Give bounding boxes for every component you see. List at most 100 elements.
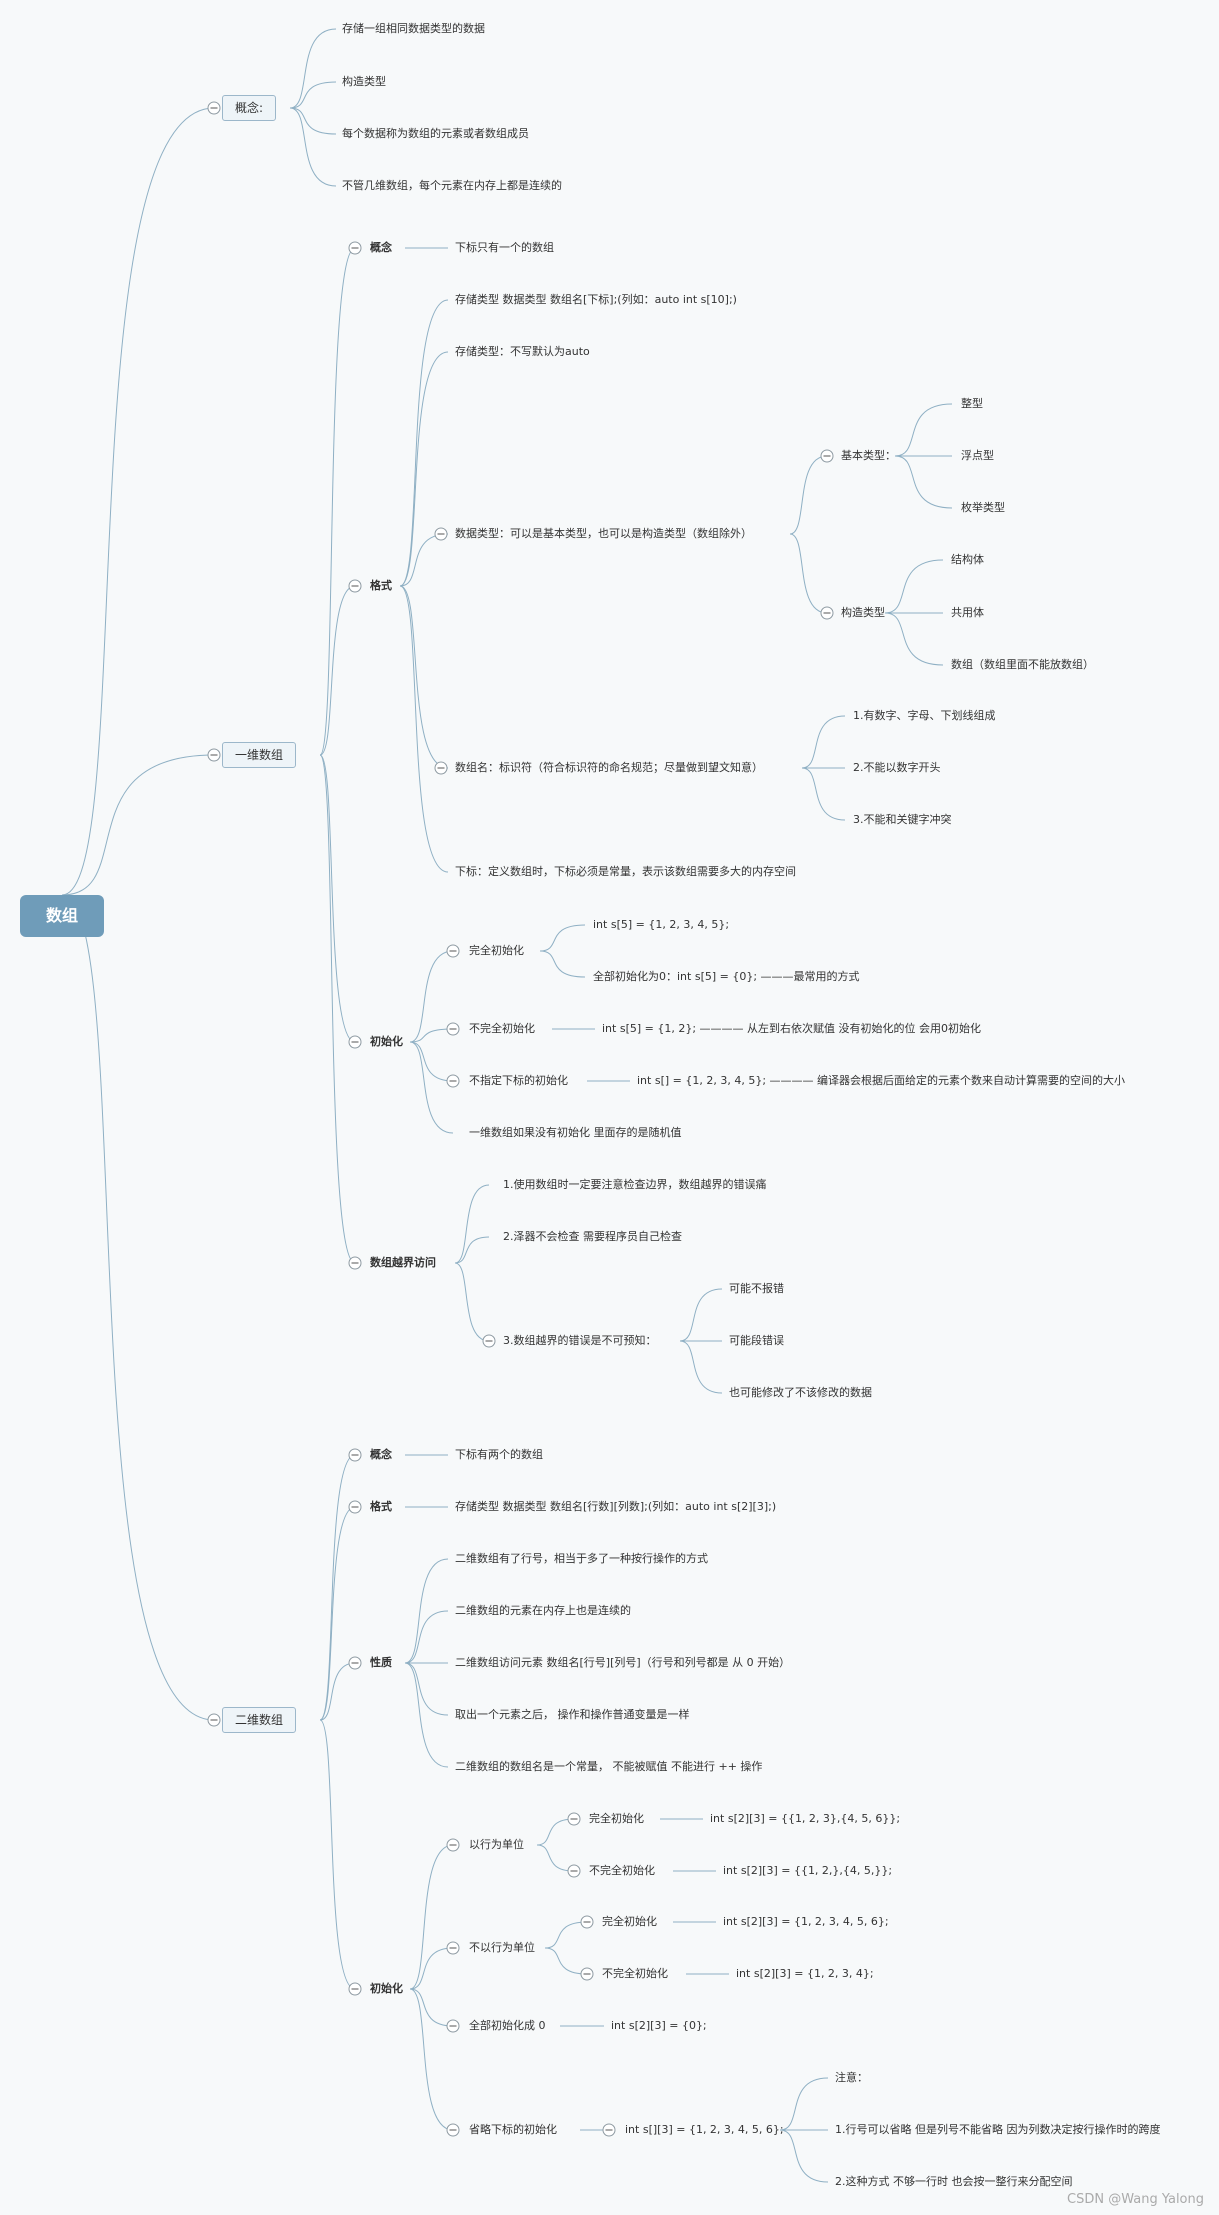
connector-line — [884, 559, 944, 614]
not-by-row-complete-node[interactable]: 完全初始化 — [602, 1915, 657, 1928]
connector-line — [779, 2129, 829, 2183]
one-d-format-node[interactable]: 格式 — [370, 579, 392, 592]
not-by-row-node[interactable]: 不以行为单位 — [469, 1941, 535, 1954]
connector-line — [679, 1340, 723, 1394]
collapse-toggle-icon[interactable] — [446, 944, 460, 958]
one-d-array-node[interactable]: 一维数组 — [222, 742, 297, 768]
prop-item: 取出一个元素之后， 操作和操作普通变量是一样 — [455, 1708, 690, 1721]
incomplete-init-node[interactable]: 不完全初始化 — [469, 1022, 535, 1035]
collapse-toggle-icon[interactable] — [348, 1035, 362, 1049]
collapse-toggle-icon[interactable] — [580, 1915, 594, 1929]
concept-item: 存储一组相同数据类型的数据 — [342, 22, 485, 35]
connector-line — [894, 403, 953, 457]
oob-item: 1.使用数组时一定要注意检查边界，数组越界的错误痛 — [503, 1178, 767, 1191]
format-storage: 存储类型：不写默认为auto — [455, 345, 590, 358]
connector-line — [454, 1262, 490, 1342]
collapse-toggle-icon[interactable] — [820, 449, 834, 463]
connector-line — [679, 1288, 723, 1342]
omit-init-node[interactable]: 省略下标的初始化 — [469, 2123, 557, 2136]
collapse-toggle-icon[interactable] — [348, 241, 362, 255]
connector-line — [409, 1988, 454, 2027]
collapse-toggle-icon[interactable] — [348, 1448, 362, 1462]
oob-unpredictable-node[interactable]: 3.数组越界的错误是不可预知： — [503, 1334, 657, 1347]
format-syntax: 存储类型 数据类型 数组名[下标];(列如：auto int s[10];) — [455, 293, 737, 306]
no-init-note: 一维数组如果没有初始化 里面存的是随机值 — [469, 1126, 682, 1139]
collapse-toggle-icon[interactable] — [567, 1812, 581, 1826]
collapse-toggle-icon[interactable] — [348, 579, 362, 593]
oob-item: 2.泽器不会检查 需要程序员自己检查 — [503, 1230, 682, 1243]
connector-line — [404, 1610, 449, 1664]
complete-init-example: int s[5] = {1, 2, 3, 4, 5}; — [593, 918, 730, 931]
connector-line — [409, 1028, 454, 1043]
format-name-node[interactable]: 数组名：标识符（符合标识符的命名规范；尽量做到望文知意） — [455, 761, 763, 774]
connector-line — [409, 1988, 454, 2131]
collapse-toggle-icon[interactable] — [434, 761, 448, 775]
collapse-toggle-icon[interactable] — [580, 1967, 594, 1981]
by-row-complete-node[interactable]: 完全初始化 — [589, 1812, 644, 1825]
omit-init-example-node[interactable]: int s[][3] = {1, 2, 3, 4, 5, 6}; — [625, 2123, 784, 2136]
collapse-toggle-icon[interactable] — [348, 1256, 362, 1270]
one-d-oob-node[interactable]: 数组越界访问 — [370, 1256, 436, 1269]
one-d-concept-node[interactable]: 概念 — [370, 241, 392, 254]
concept-item: 不管几维数组，每个元素在内存上都是连续的 — [342, 179, 562, 192]
collapse-toggle-icon[interactable] — [446, 1022, 460, 1036]
basic-type-item: 整型 — [961, 397, 983, 410]
collapse-toggle-icon[interactable] — [446, 1941, 460, 1955]
by-row-node[interactable]: 以行为单位 — [469, 1838, 524, 1851]
no-size-init-node[interactable]: 不指定下标的初始化 — [469, 1074, 568, 1087]
collapse-toggle-icon[interactable] — [567, 1864, 581, 1878]
two-d-concept-node[interactable]: 概念 — [370, 1448, 392, 1461]
root-node[interactable]: 数组 — [20, 895, 104, 937]
connector-line — [399, 585, 449, 873]
zero-init-node[interactable]: 全部初始化成 0 — [469, 2019, 546, 2032]
prop-item: 二维数组的元素在内存上也是连续的 — [455, 1604, 631, 1617]
collapse-toggle-icon[interactable] — [482, 1334, 496, 1348]
basic-type-item: 浮点型 — [961, 449, 994, 462]
two-d-format-node[interactable]: 格式 — [370, 1500, 392, 1513]
note-title: 注意： — [835, 2071, 868, 2084]
connector-line — [536, 1818, 575, 1846]
two-d-init-node[interactable]: 初始化 — [370, 1982, 403, 1995]
basic-type-node[interactable]: 基本类型： — [841, 449, 896, 462]
connector-line — [409, 1041, 454, 1082]
collapse-toggle-icon[interactable] — [348, 1656, 362, 1670]
by-row-incomplete-node[interactable]: 不完全初始化 — [589, 1864, 655, 1877]
collapse-toggle-icon[interactable] — [207, 1713, 221, 1727]
not-by-row-incomplete-node[interactable]: 不完全初始化 — [602, 1967, 668, 1980]
format-datatype-node[interactable]: 数据类型：可以是基本类型，也可以是构造类型（数组除外） — [455, 527, 752, 540]
connector-line — [289, 107, 337, 135]
collapse-toggle-icon[interactable] — [207, 748, 221, 762]
connector-line — [319, 754, 356, 1264]
constructed-type-item: 共用体 — [951, 606, 984, 619]
prop-item: 二维数组访问元素 数组名[行号][列号]（行号和列号都是 从 0 开始） — [455, 1656, 791, 1669]
constructed-type-node[interactable]: 构造类型 — [841, 606, 885, 619]
one-d-init-node[interactable]: 初始化 — [370, 1035, 403, 1048]
incomplete-init-text: int s[5] = {1, 2}; ———— 从左到右依次赋值 没有初始化的位… — [602, 1022, 982, 1035]
collapse-toggle-icon[interactable] — [348, 1500, 362, 1514]
collapse-toggle-icon[interactable] — [820, 606, 834, 620]
collapse-toggle-icon[interactable] — [446, 2019, 460, 2033]
collapse-toggle-icon[interactable] — [207, 101, 221, 115]
concept-node[interactable]: 概念: — [222, 95, 277, 121]
connector-line — [801, 767, 846, 821]
connector-line — [536, 1844, 575, 1872]
no-size-init-text: int s[] = {1, 2, 3, 4, 5}; ———— 编译器会根据后面… — [637, 1074, 1126, 1087]
connector-line — [319, 585, 356, 756]
collapse-toggle-icon[interactable] — [446, 1074, 460, 1088]
prop-item: 二维数组有了行号，相当于多了一种按行操作的方式 — [455, 1552, 708, 1565]
collapse-toggle-icon[interactable] — [602, 2123, 616, 2137]
connector-line — [409, 1041, 454, 1134]
two-d-props-node[interactable]: 性质 — [370, 1656, 392, 1669]
connector-line — [454, 1236, 490, 1264]
collapse-toggle-icon[interactable] — [446, 1838, 460, 1852]
two-d-array-node[interactable]: 二维数组 — [222, 1707, 297, 1733]
prop-item: 二维数组的数组名是一个常量， 不能被赋值 不能进行 ++ 操作 — [455, 1760, 763, 1773]
collapse-toggle-icon[interactable] — [434, 527, 448, 541]
connector-line — [884, 612, 944, 666]
connector-line — [319, 1454, 356, 1721]
oob-result: 也可能修改了不该修改的数据 — [729, 1386, 872, 1399]
connector-line — [399, 533, 449, 587]
collapse-toggle-icon[interactable] — [348, 1982, 362, 1996]
complete-init-node[interactable]: 完全初始化 — [469, 944, 524, 957]
collapse-toggle-icon[interactable] — [446, 2123, 460, 2137]
